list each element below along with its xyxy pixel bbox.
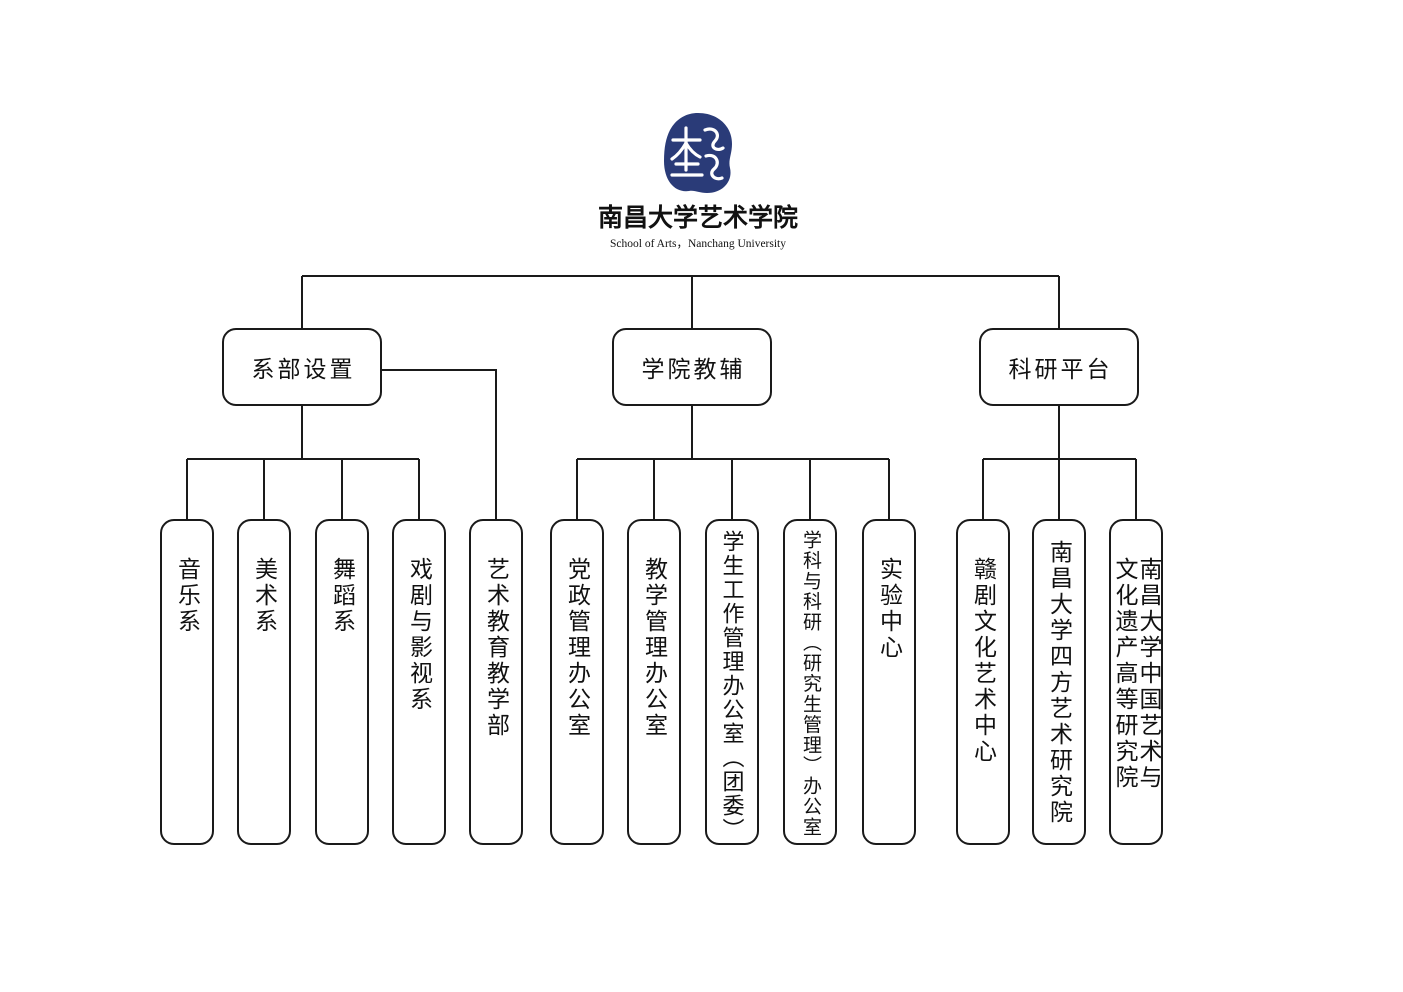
unit-chinese-art-heritage-institute: 南昌大学中国艺术与文化遗产高等研究院 xyxy=(1109,519,1163,845)
unit-label: 南昌大学中国艺术与文化遗产高等研究院 xyxy=(1112,557,1161,791)
unit-label: 南昌大学四方艺术研究院 xyxy=(1046,540,1072,826)
unit-art-education-dept: 艺术教育教学部 xyxy=(469,519,523,845)
unit-sifang-art-institute: 南昌大学四方艺术研究院 xyxy=(1032,519,1086,845)
unit-fine-arts-dept: 美术系 xyxy=(237,519,291,845)
unit-music-dept: 音乐系 xyxy=(160,519,214,845)
group-label: 学院教辅 xyxy=(641,357,746,382)
seal-logo-icon xyxy=(664,113,732,193)
unit-label: 戏剧与影视系 xyxy=(406,557,432,713)
unit-teaching-admin-office: 教学管理办公室 xyxy=(627,519,681,845)
unit-label: 教学管理办公室 xyxy=(641,557,667,739)
group-label: 科研平台 xyxy=(1008,357,1113,382)
unit-label: 音乐系 xyxy=(174,557,200,635)
unit-discipline-research-office: 学科与科研（研究生管理）办公室 xyxy=(783,519,837,845)
unit-label: 赣剧文化艺术中心 xyxy=(970,557,996,765)
unit-label: 学科与科研（研究生管理）办公室 xyxy=(800,530,821,838)
unit-label: 美术系 xyxy=(251,557,277,635)
seal-logo-background xyxy=(664,113,732,193)
unit-ganju-culture-center: 赣剧文化艺术中心 xyxy=(956,519,1010,845)
unit-label: 实验中心 xyxy=(876,557,902,661)
school-name-en: School of Arts，Nanchang University xyxy=(610,238,786,250)
unit-dance-dept: 舞蹈系 xyxy=(315,519,369,845)
unit-label: 学生工作管理办公室（团委） xyxy=(719,530,745,842)
seal-logo-glyph xyxy=(670,126,725,181)
group-academic-support: 学院教辅 xyxy=(612,328,772,406)
unit-label: 党政管理办公室 xyxy=(564,557,590,739)
unit-drama-film-dept: 戏剧与影视系 xyxy=(392,519,446,845)
connector-line xyxy=(382,369,497,519)
group-label: 系部设置 xyxy=(251,357,356,382)
unit-lab-center: 实验中心 xyxy=(862,519,916,845)
group-departments: 系部设置 xyxy=(222,328,382,406)
group-research-platforms: 科研平台 xyxy=(979,328,1139,406)
unit-student-affairs-office: 学生工作管理办公室（团委） xyxy=(705,519,759,845)
school-name-cn: 南昌大学艺术学院 xyxy=(597,205,798,232)
unit-label: 舞蹈系 xyxy=(329,557,355,635)
unit-party-admin-office: 党政管理办公室 xyxy=(550,519,604,845)
unit-label: 艺术教育教学部 xyxy=(483,557,509,739)
